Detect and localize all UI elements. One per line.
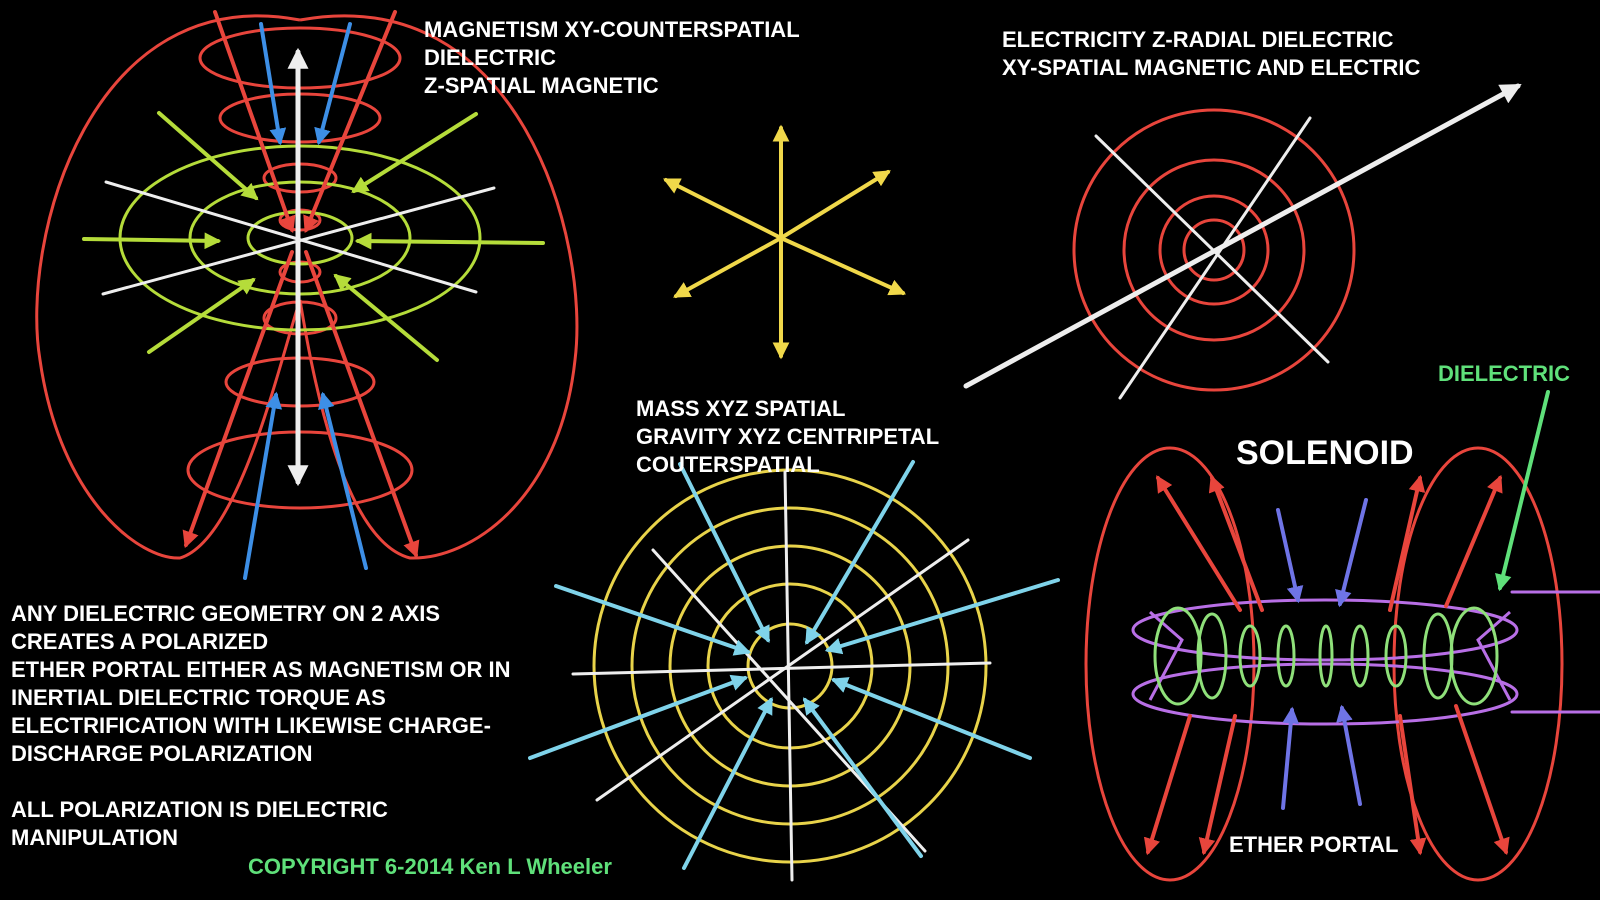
centripetal-arrow [805,460,915,645]
plane-axis [1118,116,1312,400]
solenoid-outflow-arrow [1208,474,1264,612]
solenoid-outflow-arrow [1388,474,1426,612]
note-line: ANY DIELECTRIC GEOMETRY ON 2 AXIS [11,601,441,626]
mass-title-line: GRAVITY XYZ CENTRIPETAL [636,424,940,449]
portal-chevron [1476,610,1512,701]
magnetism-title-line: DIELECTRIC [424,45,556,70]
solenoid-ring [1153,606,1203,706]
electricity-title-line: XY-SPATIAL MAGNETIC AND ELECTRIC [1002,55,1421,80]
note-line: MANIPULATION [11,825,179,850]
centripetal-arrow [802,697,923,858]
outflow-arrow [213,10,296,234]
note-line: CREATES A POLARIZED [11,629,269,654]
portal-ring [1131,662,1519,726]
radial-circle [1158,194,1270,306]
centripetal-arrow [678,462,770,644]
note-line: ETHER PORTAL EITHER AS MAGNETISM OR IN [11,657,511,682]
dielectric-geometry-note: ANY DIELECTRIC GEOMETRY ON 2 AXIS CREATE… [11,600,511,768]
electricity-title: ELECTRICITY Z-RADIAL DIELECTRIC XY-SPATI… [1002,26,1420,82]
outflow-arrow [304,250,420,559]
mass-title-line: MASS XYZ SPATIAL [636,396,846,421]
dielectric-arrow [351,112,478,193]
solenoid-loop [1392,446,1564,882]
mass-title-line: COUTERSPATIAL [636,452,820,477]
solenoid-ring [1196,612,1228,700]
spatial-axis [783,470,794,882]
radial-circle [1182,218,1246,282]
gravity-circle [592,468,988,864]
inflow-arrow [243,391,283,580]
dielectric-arrow [157,111,259,201]
solenoid-ring [1350,624,1370,688]
solenoid-outflow-arrow [1454,704,1510,856]
dielectric-arrow [354,232,545,250]
solenoid-outflow-arrow [1143,714,1192,856]
axis-arrow [779,170,891,240]
solenoid-title: SOLENOID [1236,434,1414,472]
inflow-arrow [318,391,368,570]
portal-ring [1131,598,1519,662]
centripetal-arrow [824,578,1060,655]
solenoid-inflow-arrow [1276,508,1304,604]
centripetal-arrow [830,677,1032,760]
solenoid-outflow-arrow [1444,474,1503,608]
z-radial-arrow [963,83,1522,389]
note-line: DISCHARGE POLARIZATION [11,741,313,766]
dielectric-arrow [82,232,222,250]
magnetism-title-line: Z-SPATIAL MAGNETIC [424,73,659,98]
copyright-text: COPYRIGHT 6-2014 Ken L Wheeler [248,854,612,879]
solenoid-loop [1084,446,1256,882]
radial-circle [1122,158,1306,342]
axis-arrow [673,236,783,298]
centripetal-arrow [682,697,773,870]
centripetal-arrow [554,584,752,656]
solenoid-ring [1276,624,1296,688]
polarization-note: ALL POLARIZATION IS DIELECTRIC MANIPULAT… [11,796,388,852]
magnetism-title: MAGNETISM XY-COUNTERSPATIAL DIELECTRIC Z… [424,16,800,100]
solenoid-inflow-arrow [1336,704,1362,806]
solenoid-ring [1449,606,1499,706]
ether-portal-label: ETHER PORTAL [1229,832,1399,857]
axis-arrow [662,178,783,240]
solenoid-outflow-arrow [1198,714,1237,856]
outflow-arrow [182,250,294,549]
solenoid-inflow-arrow [1281,706,1300,810]
radial-circle [1072,108,1356,392]
dielectric-pointer-arrow [1495,390,1550,592]
solenoid-ring [1384,624,1408,688]
spatial-axis [595,538,970,802]
plane-axis [1094,134,1330,364]
plane-axis [104,180,478,294]
spatial-axis [571,661,992,676]
mass-title: MASS XYZ SPATIAL GRAVITY XYZ CENTRIPETAL… [636,395,939,479]
note-line: INERTIAL DIELECTRIC TORQUE AS [11,685,386,710]
centripetal-arrow [528,674,749,760]
solenoid-outflow-arrow [1398,714,1427,856]
note-line: ELECTRIFICATION WITH LIKEWISE CHARGE- [11,713,491,738]
magnetism-title-line: MAGNETISM XY-COUNTERSPATIAL [424,17,800,42]
inflow-arrow [314,22,352,146]
solenoid-inflow-arrow [1335,498,1368,608]
axis-arrow [779,236,907,296]
solenoid-ring [1238,624,1262,688]
solenoid-outflow-arrow [1156,475,1242,612]
solenoid-ring [1318,624,1334,688]
electricity-title-line: ELECTRICITY Z-RADIAL DIELECTRIC [1002,27,1394,52]
dielectric-arrow [147,278,256,354]
dielectric-label: DIELECTRIC [1438,361,1570,386]
dielectric-arrow [333,273,439,362]
note-line: ALL POLARIZATION IS DIELECTRIC [11,797,388,822]
inflow-arrow [259,22,287,146]
outer-field-loop [35,14,302,560]
outflow-arrow [303,10,397,234]
